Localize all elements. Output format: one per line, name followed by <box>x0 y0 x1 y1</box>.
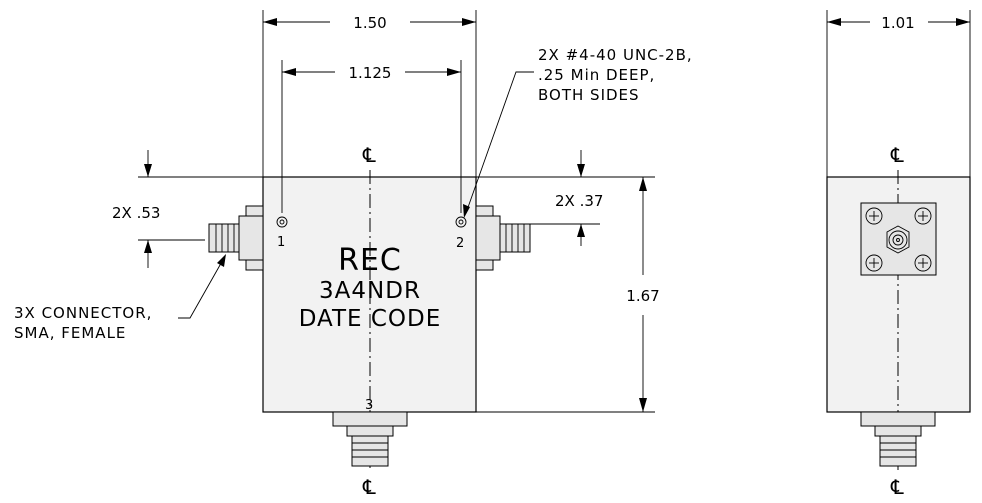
dim-width-value: 1.50 <box>353 14 386 32</box>
port-label-3: 3 <box>365 398 373 413</box>
flange-screw-tr <box>914 207 932 225</box>
label-date-code: DATE CODE <box>299 306 442 332</box>
flange-screw-bl <box>865 254 883 272</box>
front-view: ℄ ℄ 1 2 3 REC 3A4NDR DATE CODE <box>14 10 693 499</box>
flange-screw-tl <box>865 207 883 225</box>
side-centerline-symbol-top: ℄ <box>890 143 904 167</box>
label-model-line2: 3A4NDR <box>319 278 421 304</box>
note-mounting-line1: 2X #4-40 UNC-2B, <box>538 46 693 64</box>
note-mounting-line2: .25 Min DEEP, <box>538 66 655 84</box>
mounting-hole-2 <box>455 216 467 228</box>
centerline-symbol-bottom: ℄ <box>362 475 376 499</box>
dim-width: 1.50 <box>262 10 477 177</box>
dim-side-depth-value: 1.01 <box>881 14 914 32</box>
dim-height-value: 1.67 <box>626 287 659 305</box>
note-mounting: 2X #4-40 UNC-2B, .25 Min DEEP, BOTH SIDE… <box>463 46 693 218</box>
dim-conn-offset-left-value: 2X .53 <box>112 204 160 222</box>
side-sma-connector-bottom <box>860 411 936 467</box>
dim-hole-spacing-value: 1.125 <box>349 64 392 82</box>
sma-flange-connector <box>860 202 937 276</box>
flange-screw-br <box>914 254 932 272</box>
mounting-hole-1 <box>276 216 288 228</box>
note-connector-line2: SMA, FEMALE <box>14 324 126 342</box>
port-label-2: 2 <box>456 236 464 251</box>
dim-hole-spacing: 1.125 <box>281 60 462 213</box>
note-mounting-line3: BOTH SIDES <box>538 86 640 104</box>
dim-conn-offset-right: 2X .37 <box>476 150 655 246</box>
dim-height: 1.67 <box>476 177 660 413</box>
sma-connector-right <box>475 205 531 271</box>
note-connector-line1: 3X CONNECTOR, <box>14 304 152 322</box>
sma-connector-left <box>208 205 264 271</box>
side-centerline-symbol-bottom: ℄ <box>890 475 904 499</box>
note-connector: 3X CONNECTOR, SMA, FEMALE <box>14 254 226 342</box>
label-model-line1: REC <box>338 243 402 278</box>
dim-conn-offset-left: 2X .53 <box>112 150 263 268</box>
centerline-symbol-top: ℄ <box>362 143 376 167</box>
port-label-1: 1 <box>277 235 285 250</box>
sma-connector-bottom <box>332 411 408 467</box>
side-view: ℄ ℄ <box>826 10 971 499</box>
dim-side-depth: 1.01 <box>826 10 971 177</box>
dim-conn-offset-right-value: 2X .37 <box>555 192 603 210</box>
